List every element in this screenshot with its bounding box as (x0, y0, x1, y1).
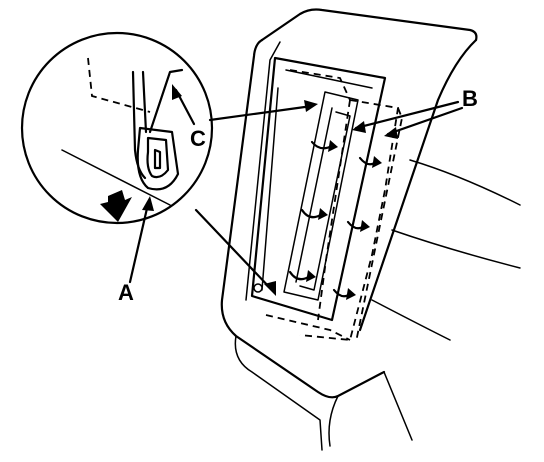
callout-label-a: A (118, 280, 134, 305)
callout-a-pointer (128, 196, 154, 284)
panel-opening (250, 56, 387, 322)
callout-c-pointer (172, 84, 196, 126)
clip-marks-right (332, 156, 382, 300)
detail-magnifier (20, 31, 214, 225)
magnifier-leader-lines (194, 100, 318, 296)
trim-panel-dashed (265, 69, 403, 343)
callout-b-pointers (352, 100, 464, 139)
callout-label-c: C (190, 126, 206, 151)
pull-direction-arrow (100, 190, 132, 222)
console-body (220, 8, 521, 451)
callout-label-b: B (462, 86, 478, 111)
clip-marks-left (288, 140, 338, 282)
